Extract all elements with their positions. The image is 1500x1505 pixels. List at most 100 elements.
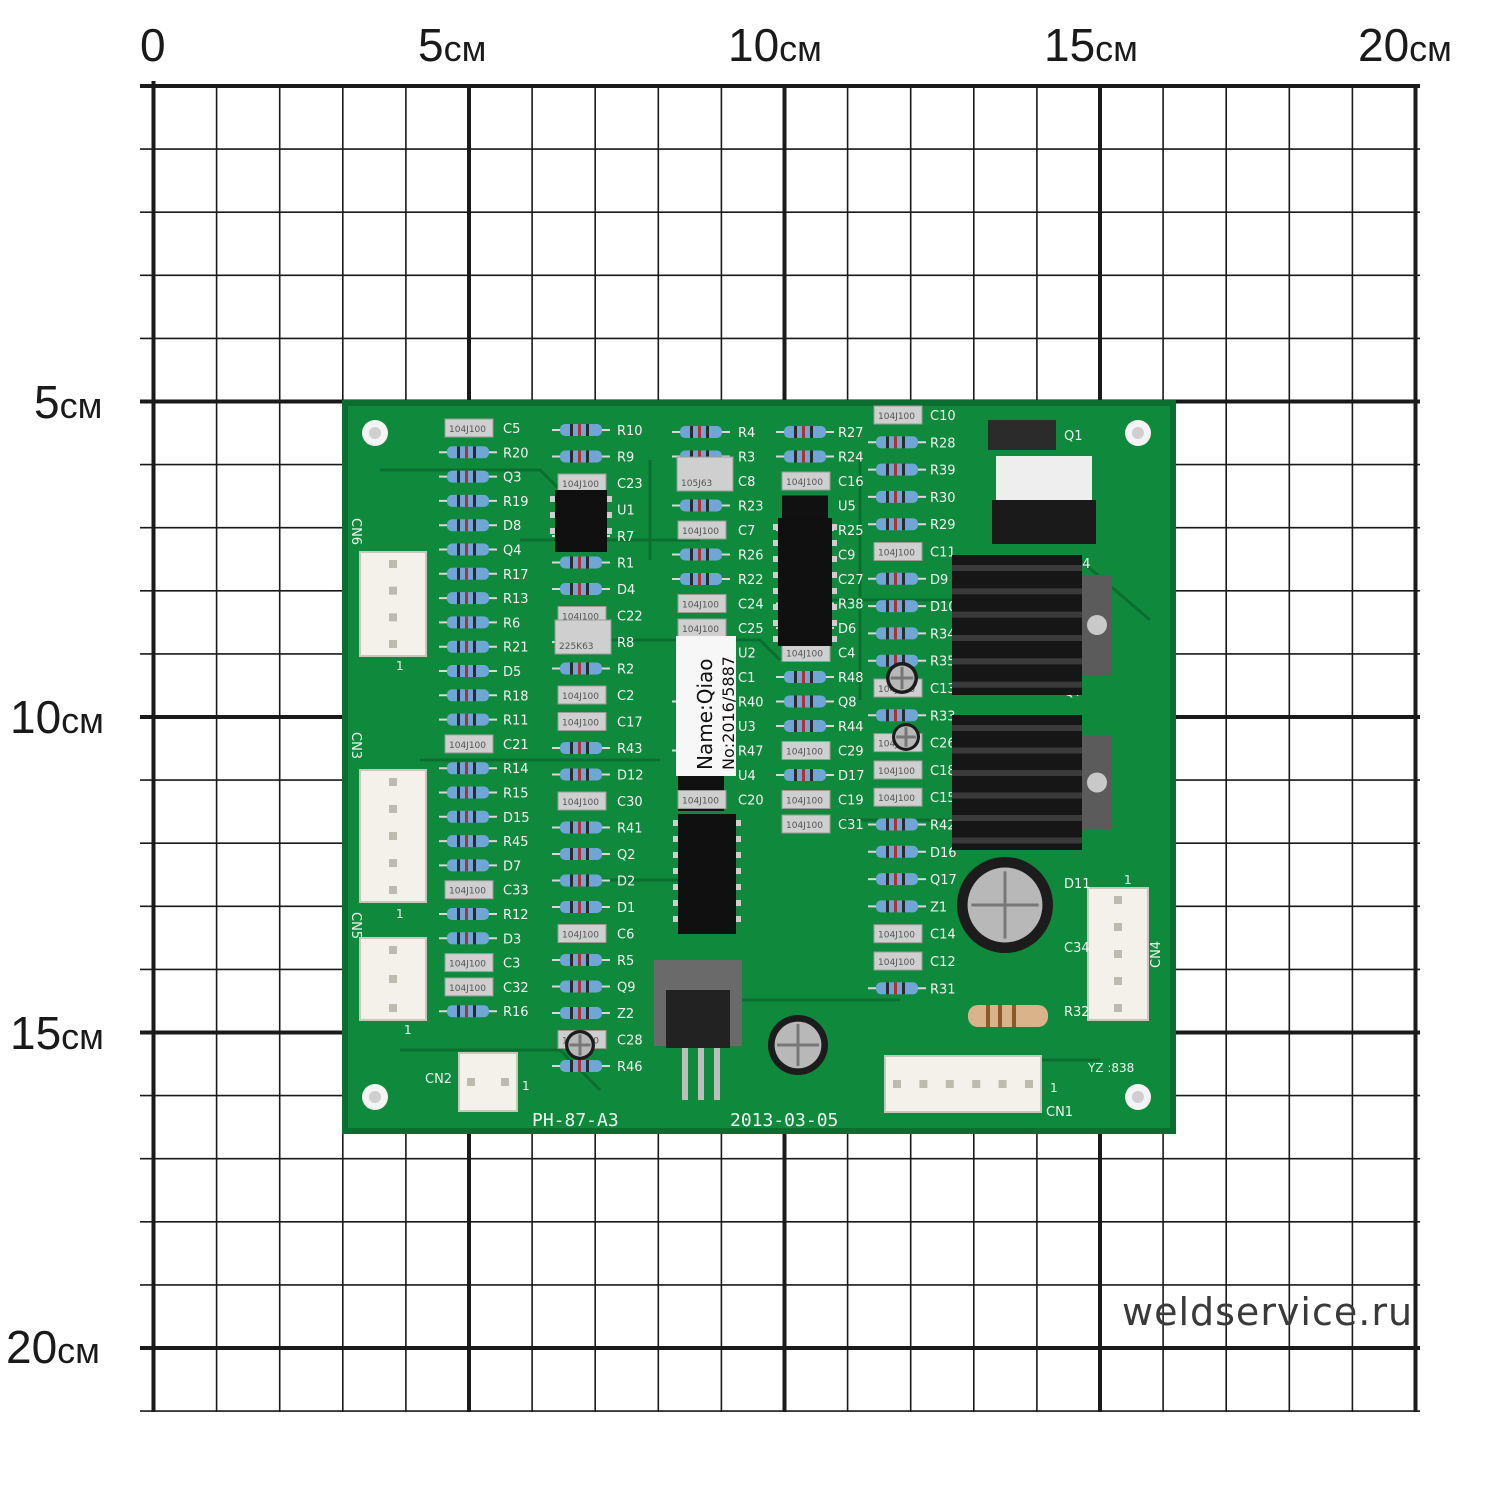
ic-pin <box>673 852 678 858</box>
designator-label: C29 <box>838 745 864 760</box>
resistor-band <box>886 709 889 722</box>
resistor <box>552 874 610 887</box>
designator-label: R48 <box>838 671 864 686</box>
capacitor-body <box>677 594 727 613</box>
capacitor: 104J100 <box>557 712 607 731</box>
designator-label: R11 <box>503 714 529 729</box>
sticker-line2: No:2016/5887 <box>719 656 738 770</box>
connector-pin <box>389 560 397 568</box>
capacitor-code: 104J100 <box>878 549 915 559</box>
q6-transistor <box>992 500 1096 544</box>
cn6-label: CN6 <box>348 518 363 545</box>
cn4-label: CN4 <box>1149 941 1164 968</box>
capacitor-code: 104J100 <box>562 613 599 623</box>
designator-label: C5 <box>503 422 520 437</box>
screw-head <box>1087 772 1107 793</box>
designator-label: R22 <box>738 573 764 588</box>
q1-transistor <box>988 420 1056 450</box>
capacitor: 104J100 <box>873 787 923 807</box>
capacitor-body <box>444 977 494 997</box>
resistor-band <box>902 654 905 667</box>
pin1-label: 1 <box>522 1079 530 1093</box>
d11-heatsink <box>952 715 1112 850</box>
capacitor-code: 104J100 <box>562 931 599 941</box>
designator-label: R24 <box>838 451 864 466</box>
capacitor: 104J100 <box>444 734 494 754</box>
resistor-band <box>570 768 573 781</box>
resistor-band <box>465 1005 468 1018</box>
designator-label: C6 <box>617 928 634 943</box>
connector-pin <box>389 586 397 595</box>
resistor <box>439 762 497 775</box>
heatsink-fin <box>952 725 1082 731</box>
resistor-band <box>698 426 701 438</box>
resistor-band <box>586 450 589 463</box>
resistor-band <box>886 873 889 886</box>
resistor <box>439 713 497 726</box>
resistor <box>439 616 497 629</box>
capacitor: 104J100 <box>873 542 923 561</box>
capacitor-body <box>444 418 494 438</box>
ic-pin <box>673 868 678 874</box>
designator-label: C12 <box>930 955 956 970</box>
resistor <box>552 742 610 754</box>
y-label-20: 20см <box>6 1321 100 1373</box>
ic-pin <box>673 916 678 922</box>
designator-label: R26 <box>738 549 764 564</box>
ic-pin <box>736 916 741 922</box>
designator-label: C3 <box>503 957 520 972</box>
u3-chip <box>673 814 741 934</box>
resistor-band <box>457 932 460 945</box>
resistor-band <box>810 450 813 463</box>
designator-label: D16 <box>930 846 957 861</box>
resistor-band <box>457 1005 460 1018</box>
heatsink-fin <box>952 770 1082 776</box>
resistor-band <box>586 662 589 675</box>
pcb-trace <box>400 1048 602 1092</box>
resistor-band <box>894 463 897 476</box>
cn2-label: CN2 <box>425 1072 452 1087</box>
resistor-band <box>473 665 476 677</box>
designator-label: D4 <box>617 583 635 598</box>
resistor <box>552 662 610 675</box>
heatsink-fin <box>952 658 1082 665</box>
resistor-band <box>894 490 897 503</box>
y-label-5: 5см <box>34 376 103 428</box>
resistor <box>868 900 926 913</box>
resistor-band <box>570 583 573 595</box>
resistor <box>439 859 497 872</box>
capacitor-body <box>444 953 494 973</box>
resistor-band <box>465 859 468 872</box>
designator-label: R15 <box>503 787 529 802</box>
resistor-band <box>465 519 468 532</box>
cn5-connector <box>359 937 427 1021</box>
heatsink-body <box>952 715 1082 850</box>
ic-pin <box>832 604 837 610</box>
resistor-band <box>794 695 797 708</box>
ic-pin <box>736 884 741 890</box>
resistor-band <box>578 583 581 595</box>
capacitor-body <box>781 790 831 809</box>
resistor-band <box>465 616 468 629</box>
resistor-band <box>457 616 460 629</box>
sticker-line1: Name:Qiao <box>693 658 717 770</box>
capacitor: 104J100 <box>444 418 494 438</box>
capacitor-code: 104J100 <box>878 412 915 422</box>
designator-label: R3 <box>738 451 755 466</box>
resistor-band <box>457 470 460 483</box>
designator-label: R2 <box>617 663 634 678</box>
resistor <box>552 848 610 860</box>
designator-label: R27 <box>838 426 864 441</box>
connector-pin <box>998 1080 1007 1088</box>
resistor-band <box>457 519 460 532</box>
resistor-band <box>586 424 589 436</box>
capacitor-code: 225K63 <box>559 642 594 652</box>
designator-label: R28 <box>930 436 956 451</box>
resistor-band <box>810 426 813 438</box>
resistor <box>776 695 834 708</box>
resistor <box>776 720 834 732</box>
connector-pin <box>389 886 397 894</box>
resistor-band <box>570 662 573 675</box>
resistor-band <box>886 436 889 449</box>
resistor-band <box>706 499 709 512</box>
